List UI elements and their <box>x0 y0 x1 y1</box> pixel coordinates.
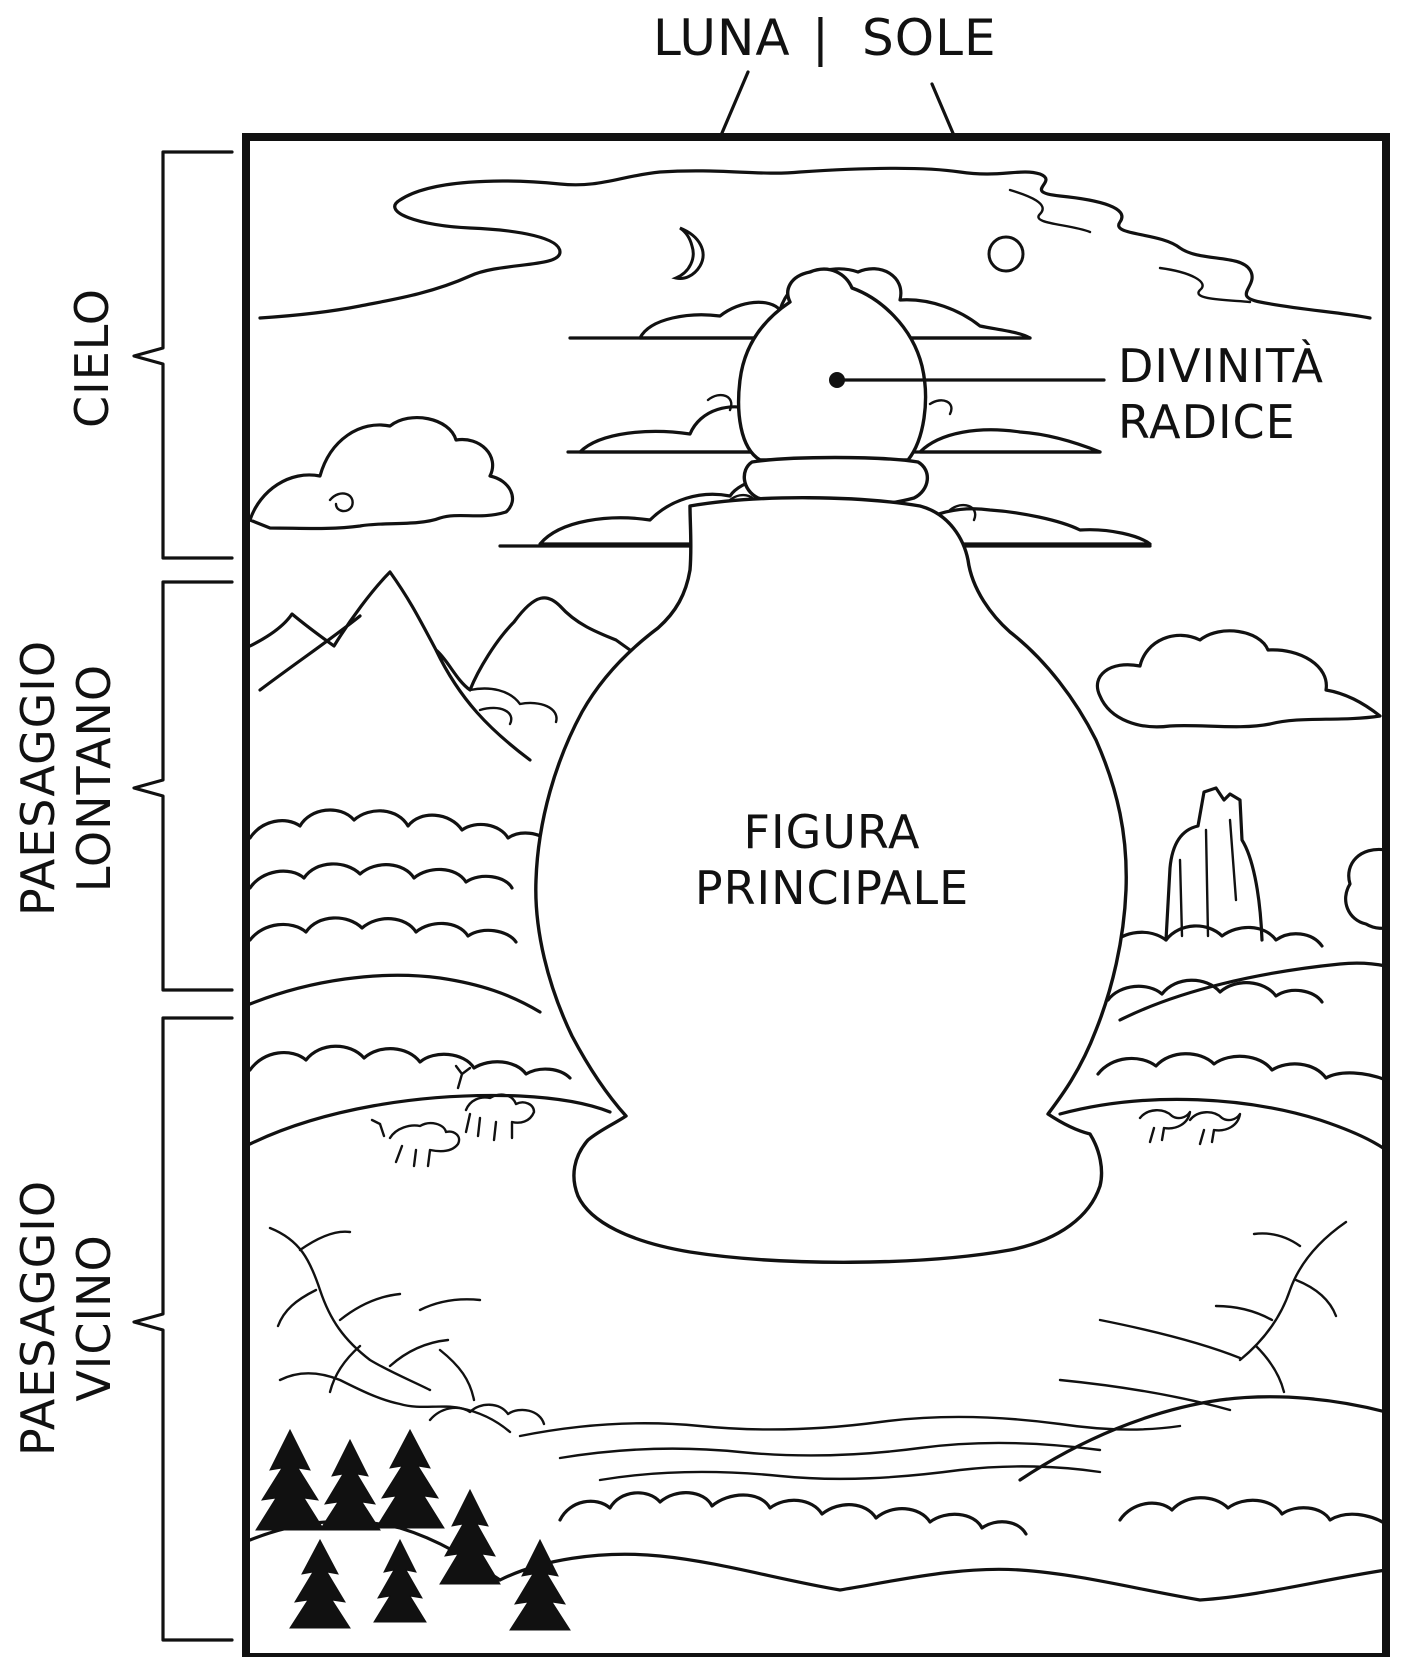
near-landscape-label-line2: VICINO <box>67 1234 121 1401</box>
root-deity-label-line2: RADICE <box>1118 395 1296 449</box>
moon-label: LUNA <box>653 9 791 67</box>
separator-label: | <box>812 9 830 67</box>
sun-label: SOLE <box>862 9 997 67</box>
root-deity-label-line1: DIVINITÀ <box>1118 339 1324 393</box>
sky-label: CIELO <box>65 288 119 428</box>
near-landscape-label-line1: PAESAGGIO <box>11 1180 65 1456</box>
far-landscape-label-line2: LONTANO <box>67 664 121 892</box>
painting: DIVINITÀ RADICE <box>246 137 1386 1657</box>
main-figure-label-line1: FIGURA <box>744 805 921 859</box>
near-landscape-bracket <box>134 1018 232 1640</box>
far-landscape-bracket <box>134 582 232 990</box>
sky-bracket <box>134 152 232 558</box>
sun-icon <box>989 237 1023 271</box>
far-landscape-label-line1: PAESAGGIO <box>11 640 65 916</box>
main-figure-label-line2: PRINCIPALE <box>695 861 969 915</box>
